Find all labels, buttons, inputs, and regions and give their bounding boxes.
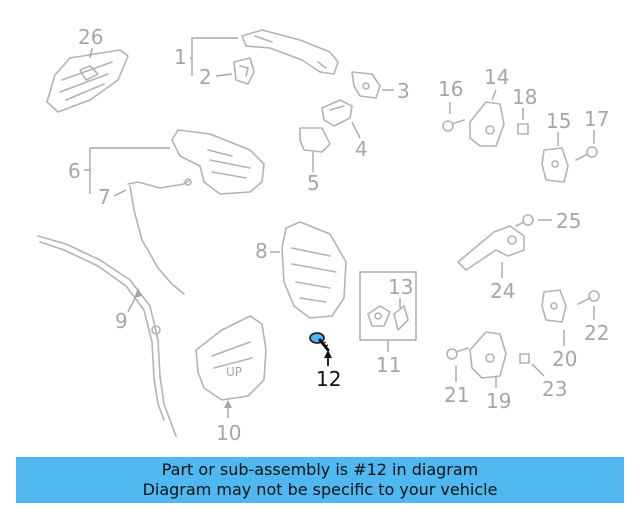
part-23-cap	[519, 353, 530, 364]
part-14-hinge	[469, 101, 505, 147]
notice-banner: Part or sub-assembly is #12 in diagram D…	[16, 457, 624, 503]
part-21-bolt	[446, 347, 469, 360]
callout-17: 17	[584, 107, 609, 131]
leader-23	[531, 363, 545, 377]
callout-15: 15	[546, 109, 571, 133]
part-24-check-strap	[457, 225, 525, 271]
callout-6: 6	[68, 159, 81, 183]
callout-21: 21	[444, 383, 469, 407]
part-3-bracket	[351, 71, 381, 99]
callout-25: 25	[556, 209, 581, 233]
leader-26	[89, 47, 93, 59]
part-19-hinge	[469, 331, 507, 379]
callout-19: 19	[486, 389, 511, 413]
leader-1	[190, 37, 238, 59]
callout-16: 16	[438, 77, 463, 101]
callout-2: 2	[199, 65, 212, 89]
callout-9: 9	[115, 309, 128, 333]
callout-1: 1	[174, 45, 187, 69]
part-5-cover	[299, 127, 331, 153]
callout-13: 13	[388, 275, 413, 299]
part-26-handle-bezel	[46, 49, 129, 113]
callout-5: 5	[307, 171, 320, 195]
callout-4: 4	[355, 137, 368, 161]
part-4-clip	[321, 99, 353, 127]
leader-4	[351, 121, 361, 139]
notice-line-1: Part or sub-assembly is #12 in diagram	[161, 460, 479, 479]
callout-12: 12	[316, 367, 341, 391]
part-22-bolt	[577, 290, 600, 305]
part-1-outside-handle	[241, 29, 339, 75]
part-10-latch-cover	[195, 315, 267, 401]
callout-20: 20	[552, 347, 577, 371]
callout-11: 11	[376, 353, 401, 377]
leader-14	[491, 89, 497, 101]
callout-3: 3	[397, 79, 410, 103]
part-12-bolt	[309, 332, 330, 352]
leader-7	[113, 189, 127, 197]
leader-6	[84, 147, 170, 171]
part-25-bolt	[515, 214, 534, 227]
part-13-plate	[367, 305, 409, 331]
part-16-bolt	[442, 119, 465, 132]
part-18-cap	[517, 123, 529, 135]
callout-8: 8	[255, 239, 268, 263]
part-8-lock-actuator	[281, 221, 347, 319]
callout-22: 22	[584, 321, 609, 345]
arrow-10	[224, 400, 232, 408]
part-7-cable	[127, 178, 192, 295]
part-6-handle-frame	[171, 129, 265, 195]
parts-diagram: 26 1 2 3 4 5 6 7	[37, 25, 609, 445]
leader-2	[215, 73, 233, 77]
callout-24: 24	[490, 279, 515, 303]
callout-14: 14	[484, 65, 509, 89]
stamp-up: UP	[226, 365, 242, 379]
part-17-bolt	[575, 146, 598, 161]
callout-18: 18	[512, 85, 537, 109]
callout-10: 10	[216, 421, 241, 445]
callout-23: 23	[542, 377, 567, 401]
arrow-9	[134, 288, 142, 298]
part-20-bracket	[541, 289, 567, 323]
notice-line-2: Diagram may not be specific to your vehi…	[142, 480, 498, 499]
callout-7: 7	[98, 185, 111, 209]
arrow-12	[324, 350, 332, 358]
part-9-rod	[37, 235, 177, 437]
bolt-shank-12	[318, 338, 330, 352]
part-15-bracket	[541, 147, 569, 183]
callout-26: 26	[78, 25, 103, 49]
part-2-handle-cap	[233, 57, 255, 85]
